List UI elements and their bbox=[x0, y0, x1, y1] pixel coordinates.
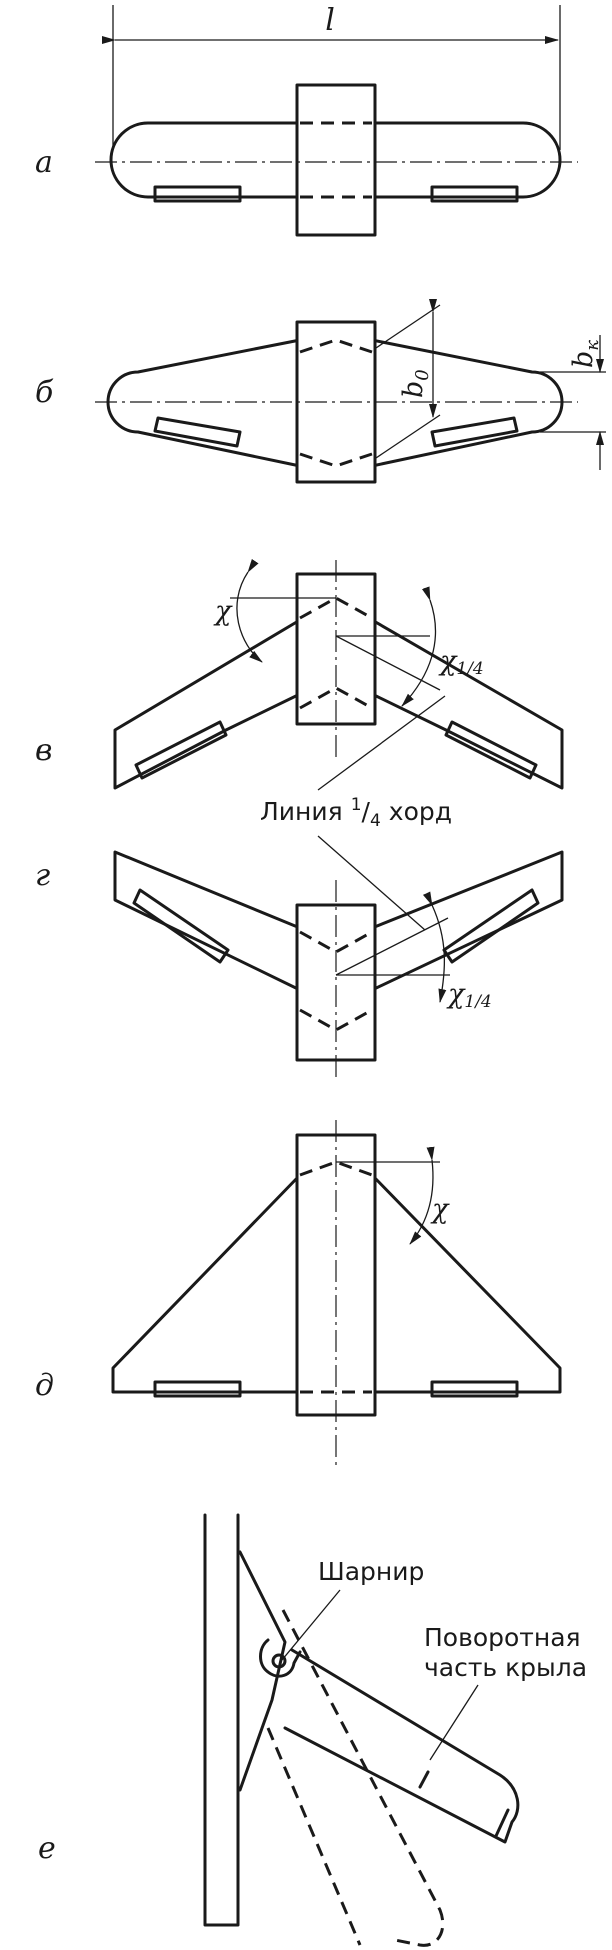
panel-label-e: е bbox=[38, 1831, 56, 1866]
root-chord-label: b0 bbox=[398, 369, 433, 398]
hidden-trailing-edge bbox=[299, 686, 373, 710]
sweep-label: χ bbox=[430, 1194, 450, 1225]
hidden-leading-edge bbox=[299, 930, 373, 954]
pivot-text-line1: Поворотная bbox=[424, 1623, 581, 1652]
aileron-right bbox=[442, 888, 540, 964]
sweep-angle-arc bbox=[409, 1146, 435, 1245]
root-chord-extension-bottom bbox=[375, 414, 441, 459]
hidden-trailing-edge bbox=[299, 1008, 373, 1032]
pivot-text-line2: часть крыла bbox=[424, 1653, 587, 1682]
root-chord-extension-top bbox=[375, 304, 441, 349]
panel-e-variable-sweep-wing: Шарнир Поворотная часть крыла е bbox=[38, 1513, 587, 1947]
pivot-leader bbox=[429, 1684, 479, 1761]
hidden-leading-edge bbox=[299, 338, 373, 354]
hinge-lug bbox=[259, 1638, 302, 1678]
aileron-left bbox=[132, 888, 230, 964]
aileron-right bbox=[430, 416, 519, 448]
quarter-sweep-arc bbox=[422, 891, 447, 1003]
panel-label-g: г bbox=[35, 858, 50, 893]
hinge-pin bbox=[271, 1653, 287, 1669]
hinge-text: Шарнир bbox=[318, 1557, 424, 1586]
aileron-right bbox=[430, 1380, 519, 1398]
pivot-wing-tip-mark bbox=[494, 1808, 510, 1838]
callout-leader-top bbox=[317, 695, 446, 791]
quarter-sweep-arc bbox=[401, 586, 437, 707]
sweep-label: χ bbox=[213, 596, 233, 627]
tapered-wing-outline bbox=[106, 338, 564, 468]
panel-label-b: б bbox=[35, 375, 54, 410]
hinge-leader bbox=[281, 1589, 341, 1661]
aileron-right bbox=[444, 720, 538, 780]
panel-d-delta-wing: χ д bbox=[35, 1120, 562, 1470]
hidden-trailing-edge bbox=[299, 452, 373, 468]
straight-wing-outline bbox=[109, 121, 562, 199]
quarter-sweep-label: χ1/4 bbox=[446, 979, 492, 1012]
panel-label-d: д bbox=[35, 1368, 54, 1403]
pivot-wing-outline bbox=[283, 1648, 520, 1844]
panel-v-swept-back-wing: χ χ1/4 в bbox=[35, 558, 564, 790]
aileron-left bbox=[134, 720, 228, 780]
aileron-left bbox=[153, 185, 242, 203]
fixed-wing-glove bbox=[238, 1550, 287, 1792]
aileron-left bbox=[153, 416, 242, 448]
hidden-leading-edge bbox=[299, 596, 373, 620]
panel-label-v: в bbox=[35, 733, 52, 768]
aileron-left bbox=[153, 1380, 242, 1398]
span-label: l bbox=[325, 3, 335, 38]
panel-g-swept-forward-wing: χ1/4 г bbox=[35, 850, 564, 1080]
panel-b-tapered-wing: b0 bк б bbox=[35, 299, 606, 484]
sweep-angle-arc bbox=[236, 558, 263, 663]
hidden-leading-edge bbox=[299, 1160, 373, 1177]
fuselage-side bbox=[203, 1513, 240, 1927]
panel-a-straight-wing: l а bbox=[35, 3, 578, 237]
tip-chord-label: bк bbox=[568, 340, 603, 368]
quarter-sweep-label: χ1/4 bbox=[438, 646, 484, 679]
pivot-wing-aileron-mark bbox=[418, 1770, 430, 1789]
pivot-wing-swept-position bbox=[266, 1609, 445, 1947]
fuselage bbox=[295, 83, 377, 237]
forward-swept-wing-outline bbox=[113, 850, 564, 992]
aileron-right bbox=[430, 185, 519, 203]
panel-label-a: а bbox=[35, 145, 53, 180]
